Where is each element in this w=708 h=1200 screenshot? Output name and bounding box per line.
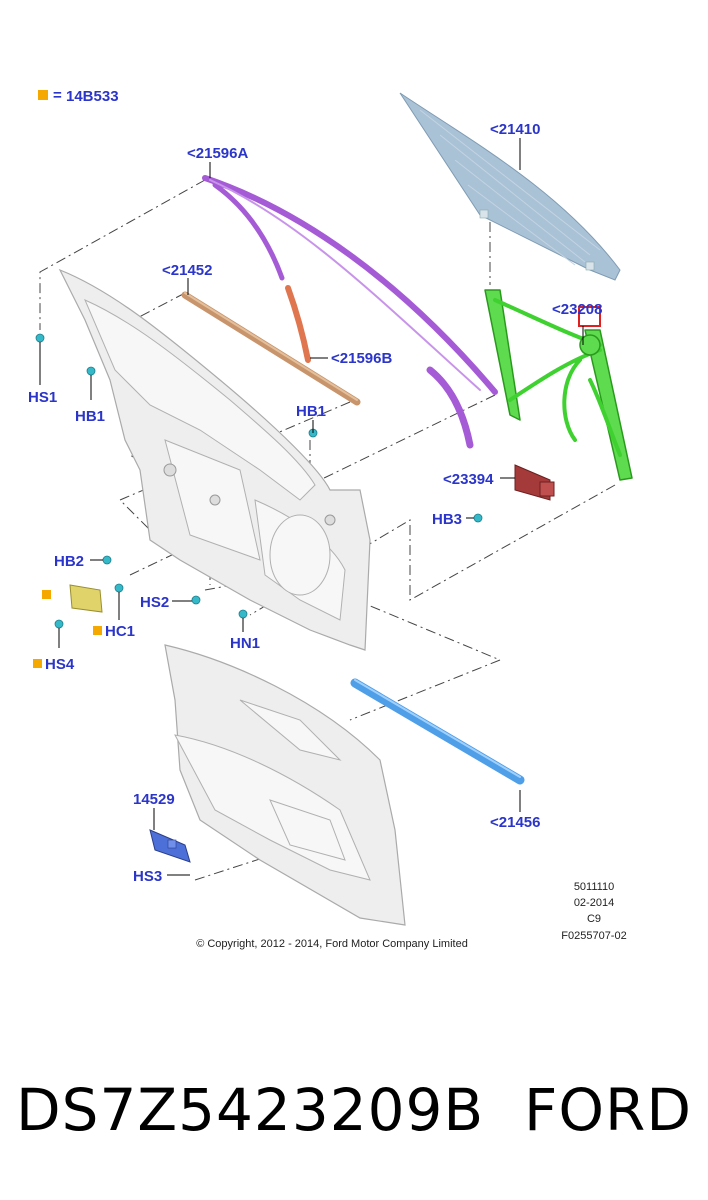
callout-21410: <21410 [490,121,540,138]
leader-lines [39,138,584,876]
meta-line-2: 02-2014 [574,897,614,909]
orange-marker-hs4 [33,659,42,668]
callout-HB1-right: HB1 [296,403,326,420]
legend-equals: = [53,87,62,104]
inner-belt-seal [181,291,361,406]
copyright-text: © Copyright, 2012 - 2014, Ford Motor Com… [196,938,468,950]
callout-HS1: HS1 [28,389,57,406]
meta-line-4: F0255707-02 [561,930,626,942]
callout-21456: <21456 [490,814,540,831]
callout-21596A: <21596A [187,145,248,162]
meta-line-3: C9 [587,913,601,925]
footer: DS7Z5423209B FORD [0,1060,708,1160]
glass-run-channel [202,175,498,449]
callout-23394: <23394 [443,471,494,488]
callout-HB2: HB2 [54,553,84,570]
outer-belt-weatherstrip [350,678,525,785]
legend-text: 14B533 [66,88,119,105]
callout-HN1: HN1 [230,635,260,652]
division-bar [285,285,311,363]
callout-HB1-left: HB1 [75,408,105,425]
door-trim-panel [164,644,406,926]
meta-line-1: 5011110 [574,881,614,893]
callout-HC1: HC1 [105,623,135,640]
legend-marker [38,90,48,100]
orange-marker-module [42,590,51,599]
part-highlight-box [578,306,601,327]
callout-14529: 14529 [133,791,175,808]
glass-lines [419,109,601,266]
window-motor [514,464,555,501]
callout-HS4: HS4 [45,656,75,673]
callout-HS3: HS3 [133,868,162,885]
callout-21596B: <21596B [331,350,392,367]
callout-HS2: HS2 [140,594,169,611]
orange-marker-hc1 [93,626,102,635]
control-module [69,584,103,613]
inner-door-panel [58,268,371,651]
brand-name: FORD [524,1076,692,1144]
callout-23208: <23208 [552,301,602,318]
callout-HB3: HB3 [432,511,462,528]
window-regulator [484,289,633,481]
part-number: DS7Z5423209B [16,1076,485,1144]
window-switch [149,829,191,863]
callout-21452: <21452 [162,262,212,279]
window-glass [399,92,621,281]
